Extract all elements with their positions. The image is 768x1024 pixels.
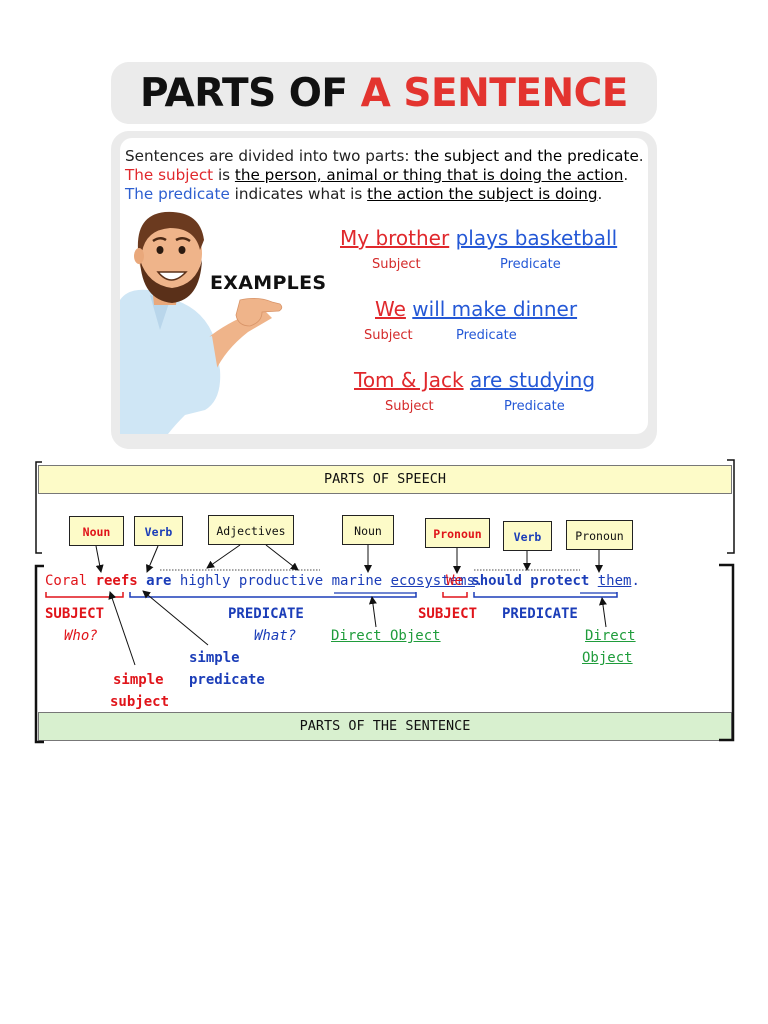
words-should-protect: should protect [471, 573, 590, 589]
parts-of-sentence-banner: PARTS OF THE SENTENCE [38, 712, 732, 741]
pos-box-adjectives: Adjectives [208, 515, 294, 545]
intro-subject-term: The subject [125, 166, 214, 184]
example-predicate: will make dinner [412, 297, 578, 321]
label-what: What? [254, 628, 297, 644]
intro-line-3: The predicate indicates what is the acti… [125, 185, 602, 203]
example-subject-label: Subject [364, 328, 413, 343]
arrow-verb [146, 545, 159, 573]
word-coral: Coral [45, 573, 96, 589]
intro-text: . [623, 166, 629, 184]
label-simple-predicate-2: predicate [189, 672, 265, 688]
example-subject-label: Subject [372, 257, 421, 272]
arrow-noun [95, 545, 104, 573]
word-reefs: reefs [95, 573, 138, 589]
label-direct-object-1: Direct Object [331, 628, 441, 644]
example-sentence-1: My brother plays basketball [340, 226, 617, 250]
intro-line-2: The subject is the person, animal or thi… [125, 166, 628, 184]
sentence-period: . [474, 573, 484, 589]
label-predicate-2: PREDICATE [502, 606, 578, 622]
intro-predicate-term: The predicate [125, 185, 230, 203]
pos-box-noun: Noun [69, 516, 124, 546]
intro-line-1: Sentences are divided into two parts: th… [125, 147, 644, 165]
pos-box-verb-2: Verb [503, 521, 552, 551]
word-them: them [597, 573, 632, 589]
pos-box-noun-2: Noun [342, 515, 394, 545]
arrow-simple-predicate [142, 590, 209, 646]
label-who: Who? [64, 628, 98, 644]
intro-subject-definition: the person, animal or thing that is doin… [234, 166, 624, 184]
label-direct-object-2b: Object [582, 650, 633, 666]
intro-emphasis: the subject and the predicate [414, 147, 639, 165]
example-sentence-coral-reefs: Coral reefs are highly productive marine… [45, 573, 483, 589]
intro-text: . [597, 185, 603, 203]
example-subject: Tom & Jack [354, 368, 464, 392]
word-are: are [146, 573, 172, 589]
sentence-period: . [631, 573, 640, 589]
label-simple-subject-2: subject [110, 694, 170, 710]
label-predicate-1: PREDICATE [228, 606, 304, 622]
example-predicate-label: Predicate [504, 399, 565, 414]
arrow-simple-subject [108, 591, 136, 666]
arrow-direct-object-2 [598, 597, 607, 628]
example-predicate: are studying [469, 368, 596, 392]
words-highly-productive-marine: highly productive marine [171, 573, 391, 589]
pos-box-pronoun: Pronoun [425, 518, 490, 548]
example-sentence-2: We will make dinner [375, 297, 577, 321]
parts-of-speech-banner: PARTS OF SPEECH [38, 465, 732, 494]
label-direct-object-2a: Direct [585, 628, 636, 644]
intro-text: Sentences are divided into two parts: [125, 147, 415, 165]
example-sentence-we-should-protect: We should protect them. [446, 573, 640, 589]
page-title: PARTS OF A SENTENCE [111, 62, 657, 124]
intro-predicate-definition: the action the subject is doing [367, 185, 598, 203]
pos-box-verb: Verb [134, 516, 183, 546]
title-part-1: PARTS OF [140, 70, 348, 116]
example-sentence-3: Tom & Jack are studying [354, 368, 595, 392]
intro-text: indicates what is [229, 185, 368, 203]
example-predicate: plays basketball [455, 226, 618, 250]
example-subject: My brother [340, 226, 450, 250]
pos-box-pronoun-2: Pronoun [566, 520, 633, 550]
example-subject-label: Subject [385, 399, 434, 414]
example-predicate-label: Predicate [500, 257, 561, 272]
title-part-2: A SENTENCE [360, 70, 629, 116]
intro-text: . [638, 147, 644, 165]
label-subject-2: SUBJECT [418, 606, 478, 622]
word-ecosystems: ecosystems [390, 573, 475, 589]
word-we: We [446, 573, 463, 589]
intro-text: is [213, 166, 235, 184]
example-subject: We [375, 297, 406, 321]
label-simple-predicate-1: simple [189, 650, 240, 666]
label-simple-subject-1: simple [113, 672, 164, 688]
label-subject-1: SUBJECT [45, 606, 105, 622]
arrow-adj-1 [206, 544, 241, 569]
arrow-adj-2 [265, 544, 299, 571]
example-predicate-label: Predicate [456, 328, 517, 343]
examples-label: EXAMPLES [210, 272, 327, 294]
arrow-direct-object-1 [368, 596, 377, 628]
